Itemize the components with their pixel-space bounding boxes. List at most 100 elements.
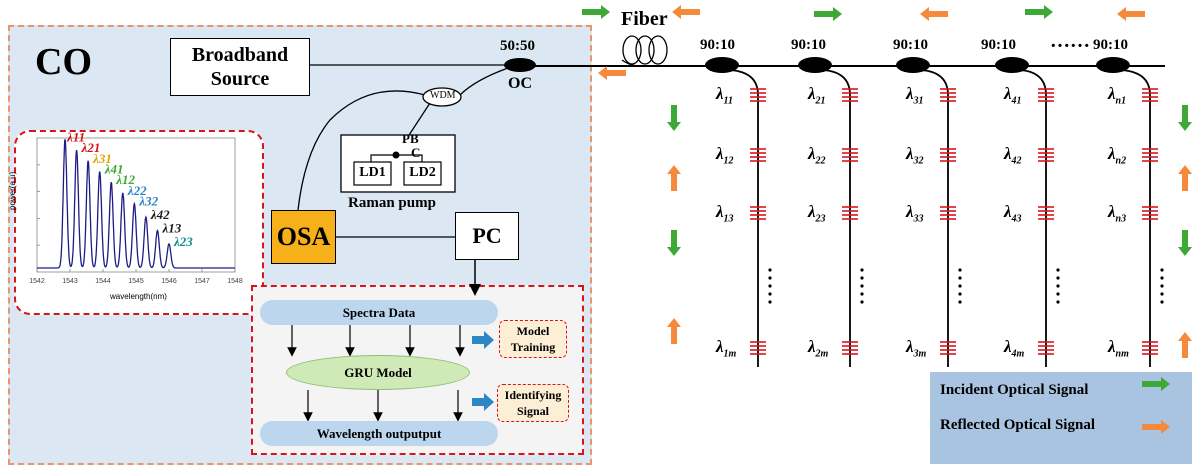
grating-label: λ4m (1004, 337, 1024, 359)
lambda-symbol: λ (716, 84, 724, 103)
ellipsis-dot (768, 292, 772, 296)
optical-coupler (504, 58, 536, 72)
osa-label: OSA (276, 222, 331, 251)
ellipsis-dot (958, 268, 962, 272)
coupler-label: OC (508, 75, 532, 92)
ellipsis-dot (860, 276, 864, 280)
incident-arrow (582, 5, 610, 19)
reflected-arrow (1178, 332, 1192, 358)
grating-label: λ2m (808, 337, 828, 359)
coupler-ratio: 50:50 (500, 38, 535, 54)
pbc-label-2: C (411, 145, 421, 160)
branch-fiber (920, 69, 949, 367)
legend-box (930, 372, 1192, 464)
lambda-subscript: nm (1115, 348, 1129, 360)
ld1-label: LD1 (359, 165, 386, 180)
ellipsis-dot (958, 300, 962, 304)
lambda-subscript: 32 (913, 155, 924, 167)
lambda-subscript: 41 (1011, 95, 1022, 107)
x-tick-label: 1544 (95, 278, 111, 285)
lambda-symbol: λ (1108, 337, 1116, 356)
lambda-subscript: 23 (815, 213, 826, 225)
broadband-source-line2: Source (210, 68, 270, 90)
grating-label: λ31 (906, 84, 924, 106)
workflow-arrows (287, 325, 465, 422)
lambda-subscript: 42 (1011, 155, 1022, 167)
lambda-symbol: λ (1108, 202, 1116, 221)
peak-label: λ12 (115, 172, 135, 187)
ellipsis-dot (958, 292, 962, 296)
incident-arrow (814, 7, 842, 21)
propagation-arrows (582, 5, 1192, 434)
lambda-symbol: λ (1004, 202, 1012, 221)
ellipsis-dot (958, 276, 962, 280)
grating-label: λnm (1108, 337, 1129, 359)
lambda-subscript: 33 (913, 213, 924, 225)
wavelength-output-pill: Wavelength outputput (260, 421, 498, 446)
incident-arrow (1142, 377, 1170, 391)
lambda-subscript: 43 (1011, 213, 1022, 225)
pc-label: PC (472, 223, 502, 248)
legend-incident-label: Incident Optical Signal (940, 382, 1089, 398)
lambda-subscript: 4m (1011, 348, 1025, 360)
grating-label: λn3 (1108, 202, 1126, 224)
broadband-source-line1: Broadband (191, 44, 289, 66)
grating-label: λn2 (1108, 144, 1126, 166)
branch-fiber (1019, 69, 1047, 367)
incident-arrow (667, 230, 681, 256)
branch-fiber (1120, 69, 1151, 367)
chart-ylabel: power(a.u) (8, 171, 17, 210)
lambda-symbol: λ (906, 84, 914, 103)
peak-label: λ11 (66, 129, 85, 144)
ellipsis-dot (1056, 268, 1060, 272)
identifying-signal-note: Identifying Signal (497, 384, 569, 422)
model-training-line1: Model (516, 324, 550, 338)
lambda-symbol: λ (716, 202, 724, 221)
tap-ellipsis: …… (1050, 30, 1090, 52)
incident-arrow (667, 105, 681, 131)
peak-label: λ31 (92, 151, 112, 166)
ellipsis-dot (860, 292, 864, 296)
fiber-label: Fiber (621, 8, 668, 30)
branch-fiber (729, 69, 759, 367)
grating-label: λ13 (716, 202, 734, 224)
grating-label: λ32 (906, 144, 924, 166)
ld2-label: LD2 (409, 165, 436, 180)
ellipsis-dot (1160, 292, 1164, 296)
legend-reflected-label: Reflected Optical Signal (940, 417, 1095, 433)
lambda-subscript: 13 (723, 213, 734, 225)
lambda-symbol: λ (808, 144, 816, 163)
lambda-symbol: λ (716, 144, 724, 163)
branch-fiber (822, 69, 851, 367)
lambda-symbol: λ (906, 202, 914, 221)
ellipsis-dot (860, 268, 864, 272)
ellipsis-dot (768, 276, 772, 280)
coupler-to-wdm-fiber (459, 67, 509, 96)
chart-xlabel: wavelength(nm) (110, 292, 167, 301)
ellipsis-dot (768, 284, 772, 288)
x-tick-label: 1542 (29, 278, 45, 285)
tap-ratio-1: 90:10 (700, 37, 735, 53)
lambda-symbol: λ (1004, 84, 1012, 103)
grating-label: λ21 (808, 84, 826, 106)
lambda-subscript: n2 (1115, 155, 1127, 167)
wdm-to-osa-fiber (297, 90, 426, 211)
tap-coupler (1096, 57, 1130, 73)
x-tick-label: 1546 (161, 278, 177, 285)
gru-model-ellipse: GRU Model (286, 355, 470, 390)
raman-pump-caption: Raman pump (348, 195, 436, 211)
osa-box: OSA (271, 210, 336, 264)
ld1-box (353, 161, 392, 186)
model-training-line2: Training (510, 340, 556, 354)
ellipsis-dot (860, 300, 864, 304)
lambda-symbol: λ (1004, 144, 1012, 163)
tap-ratio-4: 90:10 (981, 37, 1016, 53)
lambda-subscript: 12 (723, 155, 734, 167)
co-label: CO (35, 41, 92, 83)
ellipsis-dot (768, 268, 772, 272)
branch-fibers (729, 69, 1151, 367)
fiber-spool-icon (622, 35, 668, 65)
